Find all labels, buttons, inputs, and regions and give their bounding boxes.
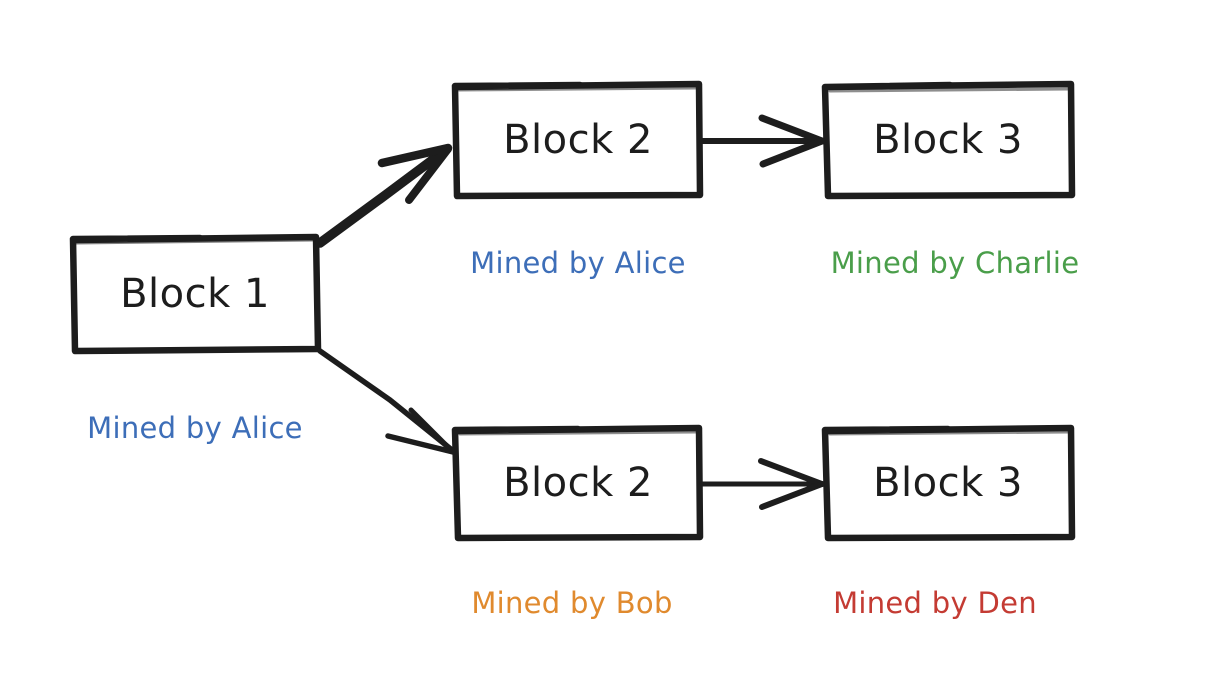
block-3-top-shape[interactable] xyxy=(821,80,1076,200)
arrow-block2-to-block3-bottom[interactable] xyxy=(699,458,825,510)
arrow-block1-to-block2-bottom[interactable] xyxy=(317,348,456,455)
arrow-block2-to-block3-top[interactable] xyxy=(699,114,826,168)
block-1-label: Block 1 xyxy=(120,271,270,317)
block-2-top-shape[interactable] xyxy=(451,80,704,200)
block-3-bottom-label: Block 3 xyxy=(873,460,1023,506)
block-3-bottom-shape[interactable] xyxy=(821,424,1076,542)
miner-label-block-2-top: Mined by Alice xyxy=(470,246,686,280)
block-2-bottom-shape[interactable] xyxy=(451,424,704,542)
block-2-bottom-label: Block 2 xyxy=(503,460,653,506)
miner-label-block-3-bottom: Mined by Den xyxy=(833,586,1037,620)
block-1-shape[interactable] xyxy=(69,233,322,355)
block-2-top-label: Block 2 xyxy=(503,117,653,163)
miner-label-block-2-bottom: Mined by Bob xyxy=(471,586,673,620)
arrow-block1-to-block2-top[interactable] xyxy=(315,143,453,248)
miner-label-block-3-top: Mined by Charlie xyxy=(830,246,1080,280)
miner-label-block-1: Mined by Alice xyxy=(87,411,303,445)
block-3-top-label: Block 3 xyxy=(873,117,1023,163)
